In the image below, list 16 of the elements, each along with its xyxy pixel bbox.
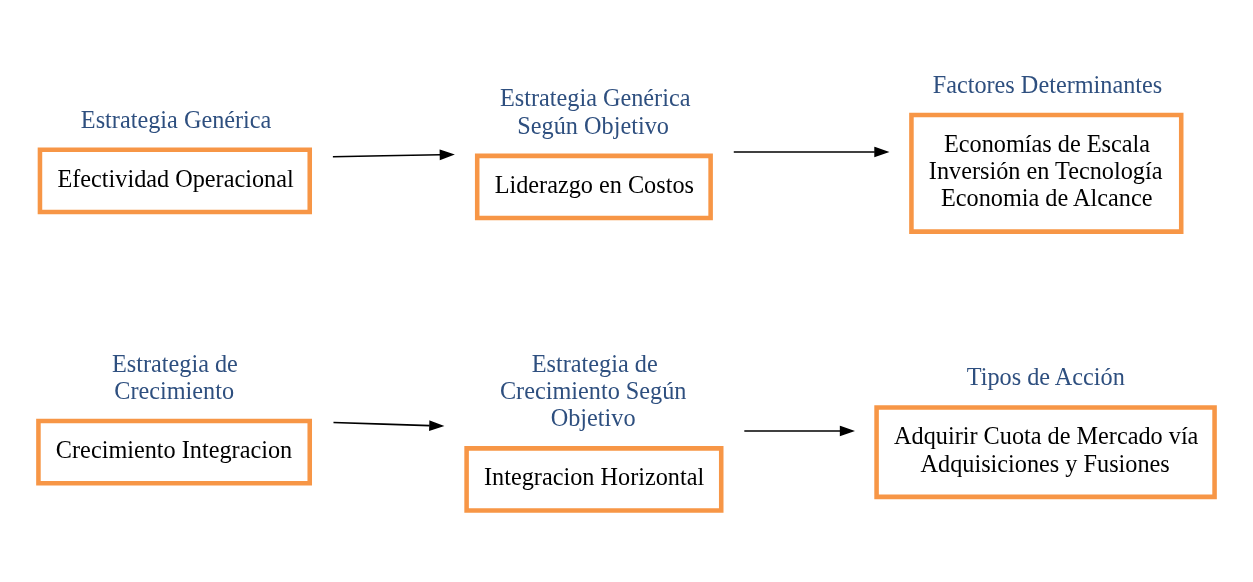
arrow — [332, 149, 455, 160]
node-label: Estrategia de Crecimiento — [111, 349, 238, 404]
node-box: Economías de Escala Inversión en Tecnología Economia de Alcance — [909, 112, 1184, 234]
node-label: Tipos de Acción — [966, 362, 1125, 390]
arrow — [733, 146, 890, 157]
arrow — [743, 425, 855, 436]
node-box: Liderazgo en Costos — [474, 153, 713, 220]
node-label: Factores Determinantes — [932, 70, 1163, 98]
arrow — [332, 419, 445, 431]
node-label: Estrategia de Crecimiento Según Objetivo — [499, 349, 687, 431]
node-box: Crecimiento Integracion — [36, 418, 312, 485]
node-box: Integracion Horizontal — [464, 445, 724, 513]
node-box: Adquirir Cuota de Mercado vía Adquisiciones y Fusiones — [874, 404, 1217, 499]
node-box: Efectividad Operacional — [37, 147, 312, 214]
node-label: Estrategia Genérica — [80, 105, 272, 133]
node-label: Estrategia Genérica Según Objetivo — [499, 83, 691, 139]
